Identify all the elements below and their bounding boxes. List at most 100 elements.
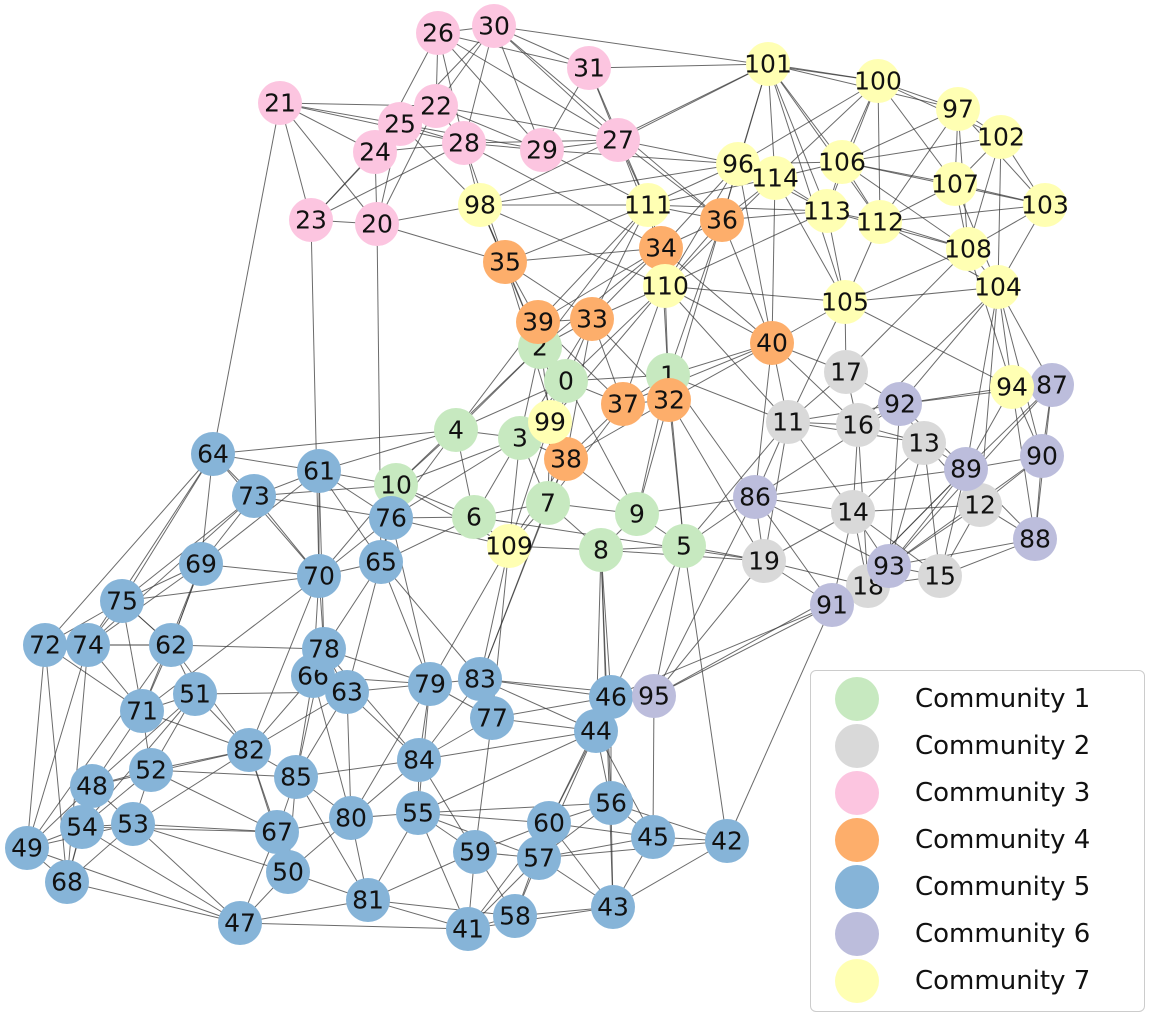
- edge-23-28: [310, 142, 465, 221]
- node-circle-13: [902, 421, 946, 465]
- node-label-64: 64: [197, 440, 229, 469]
- edge-101-113: [767, 63, 828, 212]
- node-circle-107: [933, 162, 977, 206]
- edge-70-75: [121, 575, 320, 602]
- node-circle-47: [218, 901, 262, 945]
- node-21: 21: [258, 81, 302, 125]
- node-circle-41: [446, 907, 490, 951]
- legend-label-community-1: Community 1: [915, 684, 1091, 714]
- node-86: 86: [733, 475, 777, 519]
- edge-76-79: [390, 517, 431, 685]
- node-39: 39: [516, 300, 560, 344]
- edge-79-80: [350, 683, 431, 819]
- node-108: 108: [944, 227, 992, 271]
- node-96: 96: [716, 142, 760, 186]
- node-label-113: 113: [803, 197, 851, 226]
- edge-83-46: [479, 678, 612, 698]
- node-circle-63: [325, 670, 369, 714]
- node-circle-34: [639, 226, 683, 270]
- node-label-29: 29: [526, 136, 558, 165]
- legend-item-community-2: Community 2: [811, 723, 1144, 769]
- node-40: 40: [750, 321, 794, 365]
- node-92: 92: [878, 382, 922, 426]
- node-label-60: 60: [533, 809, 565, 838]
- node-label-94: 94: [996, 373, 1028, 402]
- node-circle-68: [45, 860, 89, 904]
- node-circle-30: [472, 4, 516, 48]
- node-60: 60: [527, 801, 571, 845]
- node-24: 24: [353, 130, 397, 174]
- edge-22-27: [435, 105, 619, 141]
- node-label-44: 44: [580, 717, 612, 746]
- node-circle-33: [570, 297, 614, 341]
- node-76: 76: [369, 496, 413, 540]
- node-label-16: 16: [842, 411, 874, 440]
- node-59: 59: [453, 830, 497, 874]
- node-circle-99: [528, 400, 572, 444]
- node-circle-36: [700, 198, 744, 242]
- node-label-39: 39: [522, 308, 554, 337]
- edge-61-69: [200, 470, 320, 565]
- node-53: 53: [111, 802, 155, 846]
- node-circle-113: [805, 189, 849, 233]
- node-label-111: 111: [624, 191, 672, 220]
- edge-34-35: [504, 247, 662, 263]
- legend-item-community-1: Community 1: [811, 676, 1144, 722]
- node-circle-103: [1023, 183, 1067, 227]
- node-circle-56: [589, 781, 633, 825]
- edge-3-10: [395, 437, 521, 486]
- node-94: 94: [990, 365, 1034, 409]
- node-label-25: 25: [384, 110, 416, 139]
- edge-34-40: [660, 247, 773, 344]
- node-0: 0: [544, 359, 588, 403]
- node-36: 36: [700, 198, 744, 242]
- edge-92-93: [888, 403, 901, 567]
- node-circle-4: [434, 408, 478, 452]
- edge-2-34: [539, 247, 662, 348]
- legend-item-community-6: Community 6: [811, 911, 1144, 957]
- node-circle-45: [631, 815, 675, 859]
- edge-29-96: [541, 149, 739, 165]
- node-circle-14: [831, 490, 875, 534]
- node-73: 73: [232, 474, 276, 518]
- node-44: 44: [574, 709, 618, 753]
- node-71: 71: [120, 689, 164, 733]
- node-98: 98: [458, 183, 502, 227]
- edge-65-83: [380, 561, 481, 680]
- node-circle-64: [191, 432, 235, 476]
- node-22: 22: [414, 84, 458, 128]
- node-circle-111: [626, 183, 670, 227]
- edge-21-28: [279, 102, 465, 144]
- node-label-62: 62: [155, 631, 187, 660]
- edge-98-96: [479, 163, 739, 206]
- node-29: 29: [520, 128, 564, 172]
- edge-5-46: [610, 545, 685, 698]
- node-label-96: 96: [722, 150, 754, 179]
- edge-100-112: [877, 80, 881, 223]
- edge-103-112: [879, 204, 1046, 223]
- node-87: 87: [1030, 363, 1074, 407]
- node-label-82: 82: [233, 736, 265, 765]
- legend-item-community-4: Community 4: [811, 817, 1144, 863]
- legend: Community 1 Community 2 Community 3 Comm…: [810, 670, 1145, 1012]
- node-75: 75: [100, 579, 144, 623]
- edge-40-96: [737, 163, 773, 344]
- node-57: 57: [517, 836, 561, 880]
- node-64: 64: [191, 432, 235, 476]
- edge-21-22: [279, 102, 437, 107]
- node-27: 27: [596, 118, 640, 162]
- node-55: 55: [396, 791, 440, 835]
- node-circle-81: [346, 878, 390, 922]
- node-25: 25: [378, 102, 422, 146]
- edge-5-42: [683, 545, 728, 842]
- node-89: 89: [944, 447, 988, 491]
- node-46: 46: [589, 675, 633, 719]
- edge-30-27: [493, 25, 619, 141]
- node-circle-15: [918, 554, 962, 598]
- legend-item-community-5: Community 5: [811, 864, 1144, 910]
- node-circle-102: [979, 115, 1023, 159]
- node-113: 113: [803, 189, 851, 233]
- edge-91-95: [653, 604, 833, 697]
- edge-83-109: [479, 545, 510, 680]
- node-41: 41: [446, 907, 490, 951]
